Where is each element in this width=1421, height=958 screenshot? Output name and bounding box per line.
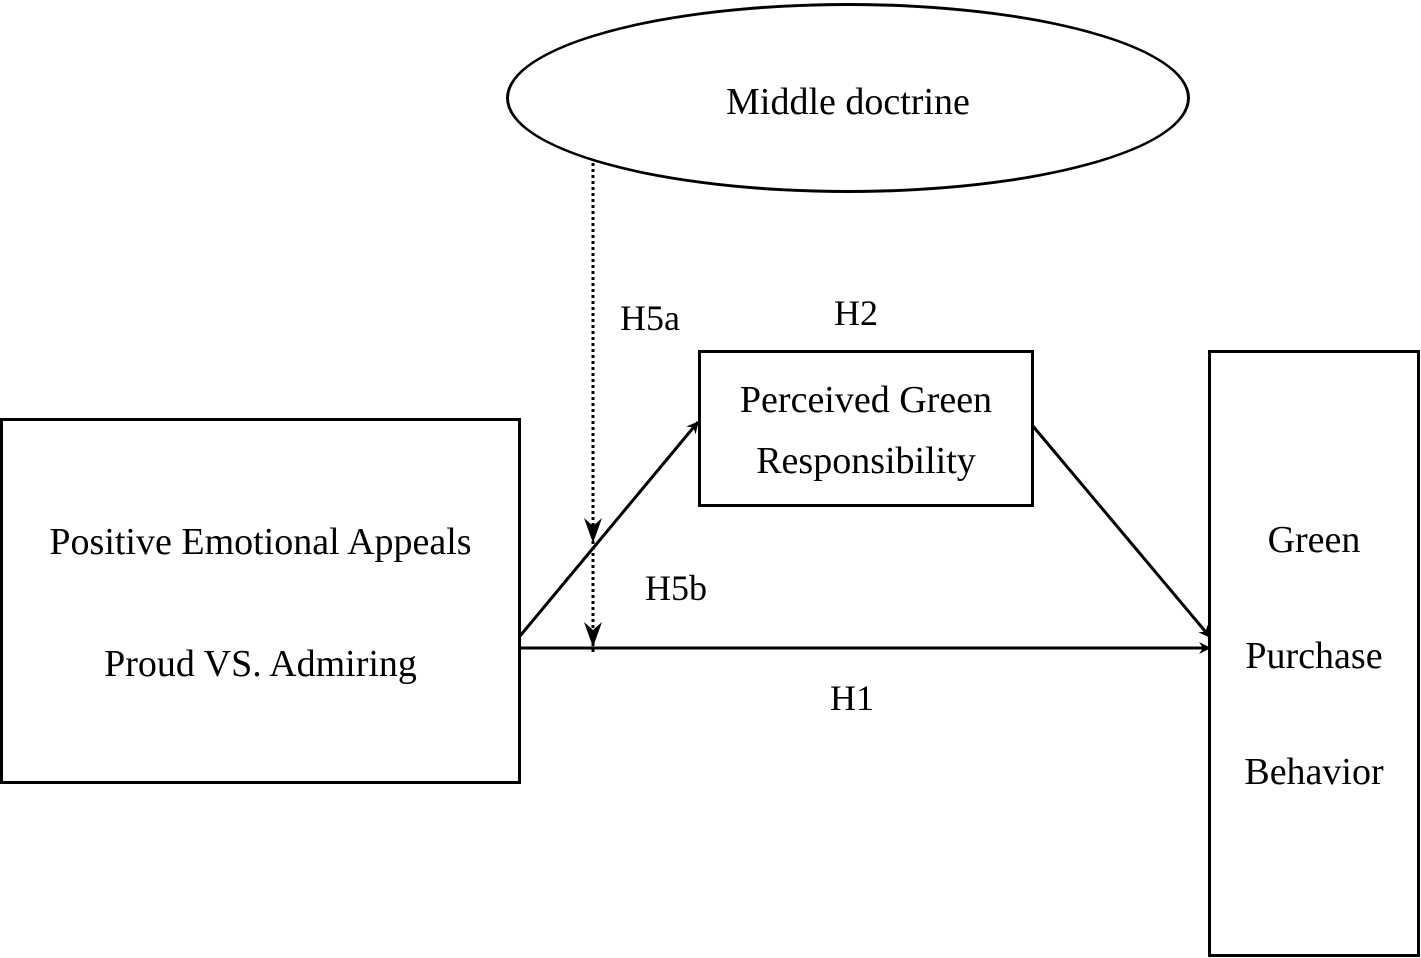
arrow-mediator-to-dependent [1030, 424, 1212, 638]
moderator-arrowhead-lower [584, 622, 602, 647]
hypothesis-h2-label: H2 [834, 293, 878, 333]
moderator-ellipse: Middle doctrine [506, 3, 1190, 193]
dependent-label-line2: Purchase [1245, 635, 1383, 677]
dependent-label-line1: Green [1267, 519, 1361, 561]
mediator-box [698, 350, 1034, 507]
dependent-label-line3: Behavior [1244, 751, 1384, 793]
mediator-label-line2: Responsibility [756, 440, 976, 482]
mediator-label-line1: Perceived Green [739, 379, 993, 421]
hypothesis-h5b-label: H5b [645, 568, 707, 608]
moderator-label: Middle doctrine [726, 81, 970, 123]
independent-label-line2: Proud VS. Admiring [104, 643, 417, 685]
independent-label-line1: Positive Emotional Appeals [49, 521, 472, 563]
independent-variable-box [0, 418, 521, 784]
hypothesis-h1-label: H1 [830, 678, 874, 718]
moderator-arrowhead-upper [584, 518, 602, 543]
dependent-variable-box [1208, 350, 1420, 957]
hypothesis-h5a-label: H5a [620, 298, 680, 338]
arrow-to-mediator [518, 421, 700, 637]
